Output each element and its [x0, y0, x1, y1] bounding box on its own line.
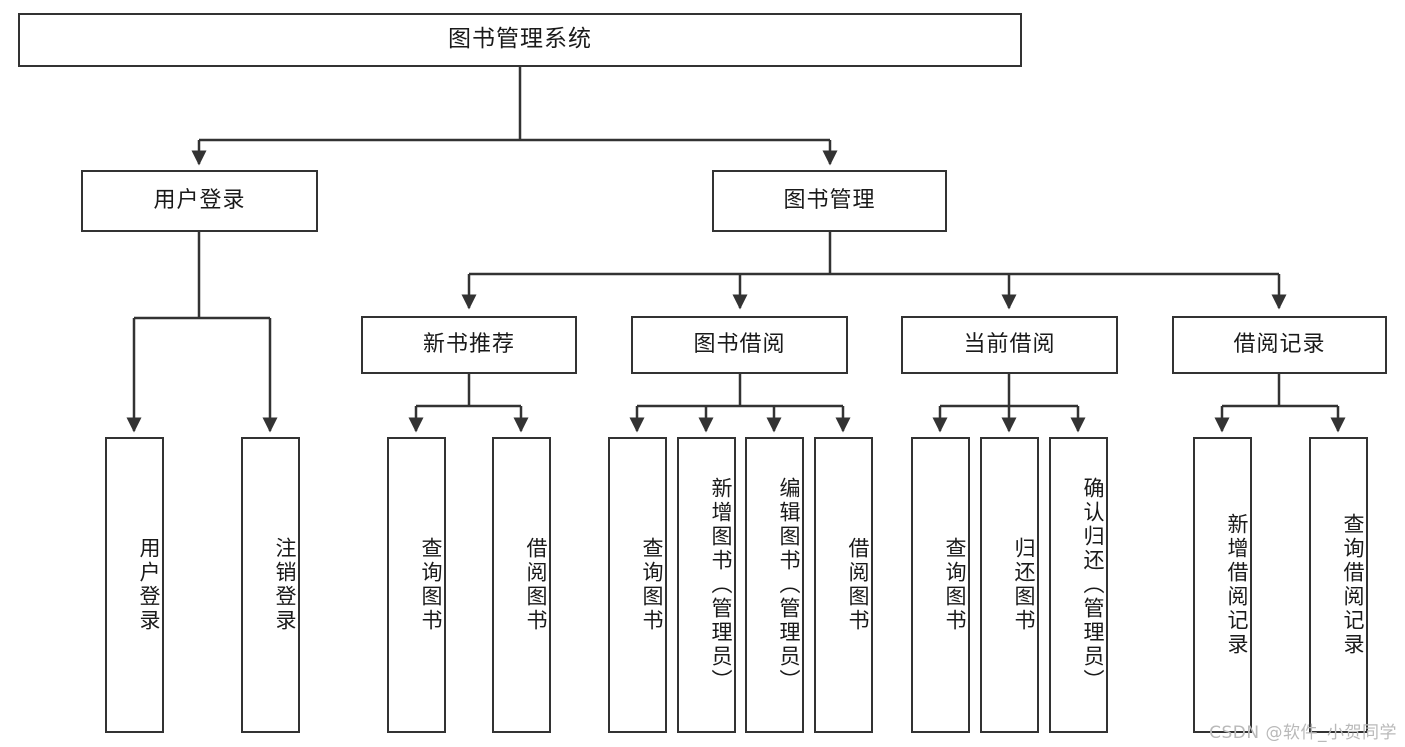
node-new-book-recommend[interactable]: 新书推荐: [361, 316, 577, 374]
node-label: 借阅记录: [1233, 331, 1326, 357]
leaf-borrow-record-add-record[interactable]: 新增借阅记录: [1193, 437, 1252, 733]
node-label: 查询借阅记录: [1341, 513, 1365, 657]
node-book-management[interactable]: 图书管理: [712, 170, 947, 232]
leaf-new-book-borrow-book[interactable]: 借阅图书: [492, 437, 551, 733]
node-label: 查询图书: [419, 537, 443, 633]
leaf-book-borrow-query-book[interactable]: 查询图书: [608, 437, 667, 733]
leaf-current-borrow-confirm-return-admin[interactable]: 确认归还（管理员）: [1049, 437, 1108, 733]
node-label: 查询图书: [943, 537, 967, 633]
leaf-borrow-record-query-record[interactable]: 查询借阅记录: [1309, 437, 1368, 733]
node-label: 编辑图书（管理员）: [777, 477, 801, 693]
leaf-current-borrow-return-book[interactable]: 归还图书: [980, 437, 1039, 733]
node-label: 新书推荐: [422, 331, 515, 357]
leaf-book-borrow-edit-book-admin[interactable]: 编辑图书（管理员）: [745, 437, 804, 733]
node-label: 借阅图书: [524, 537, 548, 633]
node-label: 查询图书: [640, 537, 664, 633]
node-root-book-management-system[interactable]: 图书管理系统: [18, 13, 1022, 67]
node-label: 用户登录: [137, 537, 161, 633]
node-label: 新增图书（管理员）: [709, 477, 733, 693]
leaf-user-login-login[interactable]: 用户登录: [105, 437, 164, 733]
node-book-borrow[interactable]: 图书借阅: [631, 316, 848, 374]
node-label: 图书借阅: [693, 331, 786, 357]
leaf-current-borrow-query-book[interactable]: 查询图书: [911, 437, 970, 733]
node-current-borrow[interactable]: 当前借阅: [901, 316, 1118, 374]
node-label: 新增借阅记录: [1225, 513, 1249, 657]
node-label: 注销登录: [273, 537, 297, 633]
node-label: 归还图书: [1012, 537, 1036, 633]
node-label: 图书管理系统: [448, 26, 592, 53]
node-label: 图书管理: [783, 187, 876, 213]
node-label: 用户登录: [153, 187, 246, 213]
leaf-user-login-logout[interactable]: 注销登录: [241, 437, 300, 733]
node-label: 借阅图书: [846, 537, 870, 633]
node-borrow-record[interactable]: 借阅记录: [1172, 316, 1387, 374]
leaf-new-book-query-book[interactable]: 查询图书: [387, 437, 446, 733]
node-label: 确认归还（管理员）: [1081, 477, 1105, 693]
leaf-book-borrow-borrow-book[interactable]: 借阅图书: [814, 437, 873, 733]
node-label: 当前借阅: [963, 331, 1056, 357]
leaf-book-borrow-add-book-admin[interactable]: 新增图书（管理员）: [677, 437, 736, 733]
node-user-login[interactable]: 用户登录: [81, 170, 318, 232]
csdn-watermark: CSDN @软件_小贺同学: [1209, 723, 1397, 743]
